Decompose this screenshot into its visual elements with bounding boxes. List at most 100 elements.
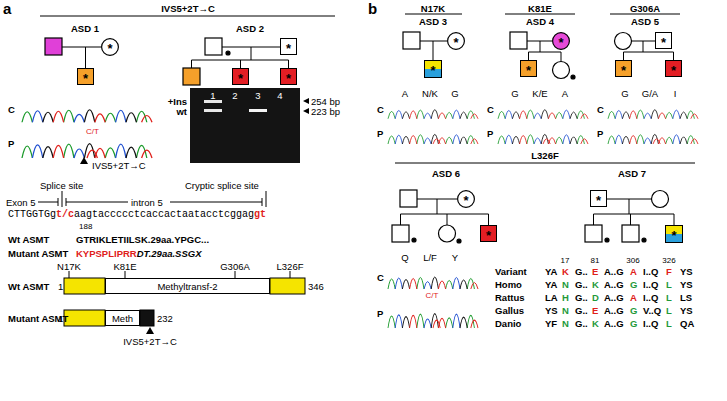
mutation-label: IVS5+2T→C — [123, 336, 177, 347]
alignment-cell: I..Q — [643, 318, 658, 329]
pedigree-lines — [643, 41, 644, 52]
trace-label: P — [377, 308, 383, 319]
alignment-cell: L — [666, 318, 672, 329]
trace-label: P — [597, 128, 603, 139]
pedigree-symbols — [439, 225, 456, 242]
affected-mark: * — [671, 61, 676, 77]
pedigree-circle: * — [101, 38, 119, 56]
alignment-cell: I..Q — [643, 279, 658, 290]
alignment-cell: A..G — [604, 318, 624, 329]
pedigree-square: * — [77, 68, 94, 85]
alignment-cell: G — [630, 318, 637, 329]
pedigree-square: * — [232, 68, 249, 85]
position-number: 306 — [626, 255, 639, 266]
pedigree-square: * — [520, 60, 537, 77]
pedigree-lines — [433, 41, 434, 60]
site-label: Splice site — [40, 180, 83, 191]
domain-name: Meth — [112, 313, 133, 324]
chromatogram — [388, 110, 478, 119]
splice-leader — [262, 198, 263, 206]
chromatogram — [388, 134, 478, 144]
alignment-cell: G.. — [575, 266, 588, 277]
pedigree-square: * — [280, 38, 297, 55]
circle-outline — [458, 191, 475, 208]
sequence-text: aagtaccccctcaccactaatacctcggag — [74, 209, 254, 220]
pedigree-lines — [62, 47, 101, 48]
pedigree-circle: * — [447, 32, 465, 50]
codon-letter: G/A — [642, 88, 658, 99]
pedigree-symbols — [226, 51, 230, 55]
pedigree-symbols — [205, 38, 222, 55]
lane-number: 3 — [255, 90, 260, 101]
domain-box: Meth — [105, 310, 140, 326]
family-id: ASD 4 — [526, 16, 554, 27]
codon-letter: K/E — [532, 88, 547, 99]
splice-leader — [66, 202, 128, 203]
pedigree-lines — [191, 60, 192, 68]
alignment-cell: K — [562, 266, 569, 277]
alignment-cell: K — [592, 318, 599, 329]
protein-bar — [64, 278, 105, 294]
circle-outline — [553, 33, 570, 50]
family-id: ASD 7 — [618, 168, 646, 179]
alignment-cell: G — [630, 279, 637, 290]
alignment-cell: Danio — [495, 318, 521, 329]
protein-sequence: KYPSPLIPRR — [76, 248, 137, 259]
alignment-cell: G.. — [575, 318, 588, 329]
pedigree-lines — [240, 60, 241, 68]
pedigree-circle: * — [457, 190, 475, 208]
chromatogram — [388, 314, 478, 328]
size-marker: 254 bp — [311, 96, 340, 107]
circle-outline — [448, 33, 465, 50]
alignment-cell: V..Q — [643, 305, 661, 316]
alignment-cell: L — [666, 305, 672, 316]
pedigree-symbols — [652, 191, 669, 208]
mutation-title: IVS5+2T→C — [161, 3, 215, 14]
gel-image — [249, 109, 267, 112]
pedigree-lines — [673, 52, 674, 60]
mutation-title: N17K — [421, 3, 445, 14]
chromatogram — [498, 134, 588, 144]
gel-image — [303, 108, 309, 114]
gel-image — [204, 109, 222, 112]
lane-number: 1 — [210, 90, 215, 101]
codon-letter: G — [621, 88, 628, 99]
title-rule — [40, 14, 695, 163]
band-label: wt — [176, 106, 187, 117]
alignment-cell: YA — [545, 266, 557, 277]
pedigree-circle: * — [552, 32, 570, 50]
splice-leader — [38, 202, 58, 203]
pedigree-symbols — [642, 238, 646, 242]
alignment-cell: D — [592, 292, 599, 303]
variant-label: K81E — [113, 261, 136, 272]
pedigree-square: * — [655, 32, 672, 49]
affected-mark: * — [286, 69, 291, 85]
protein-bar — [125, 271, 126, 278]
alignment-cell: A..G — [604, 266, 624, 277]
family-id: ASD 6 — [432, 168, 460, 179]
mutation-title: K81E — [528, 3, 552, 14]
pedigree-symbols — [615, 33, 632, 50]
protein-bar — [64, 271, 305, 326]
affected-mark: * — [486, 226, 491, 242]
pedigree-symbols — [585, 225, 602, 242]
protein-bar — [69, 271, 70, 278]
codon-letter: N/K — [422, 88, 438, 99]
trace-label: P — [377, 128, 383, 139]
alignment-cell: YS — [545, 305, 558, 316]
site-label: Cryptic splice site — [185, 180, 259, 191]
family-id: ASD 3 — [419, 16, 447, 27]
affected-mark: * — [621, 61, 626, 77]
pedigree-square: * — [665, 225, 683, 243]
codon-letter: A — [562, 88, 568, 99]
trace-label: C — [597, 104, 604, 115]
affected-mark: * — [238, 69, 243, 85]
residue-number: 232 — [157, 313, 173, 324]
position-number: 17 — [561, 255, 570, 266]
mutation-title: G306A — [630, 3, 660, 14]
trace-label: C — [377, 272, 384, 283]
chromatogram — [22, 110, 698, 328]
family-id: ASD 1 — [71, 23, 99, 34]
family-id: ASD 2 — [236, 23, 264, 34]
protein-bar — [64, 310, 105, 326]
